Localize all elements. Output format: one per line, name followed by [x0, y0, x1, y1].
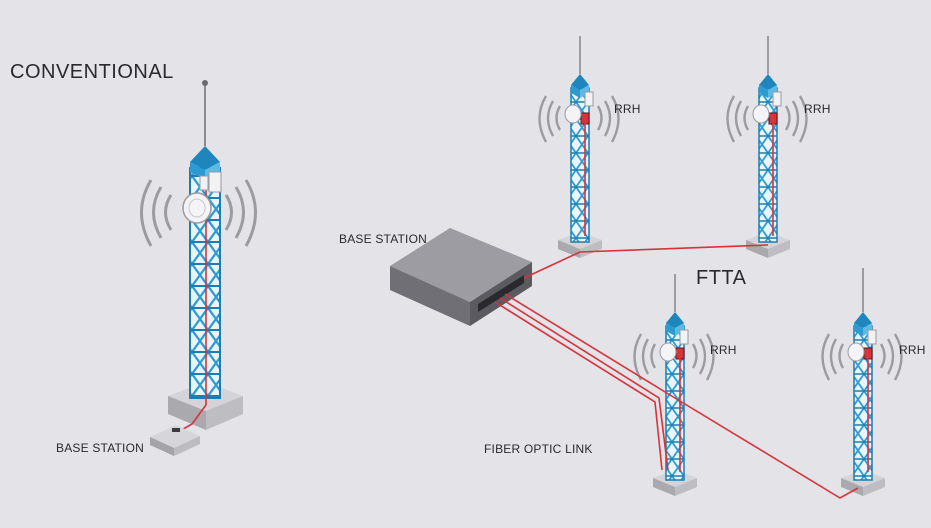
fiber-optic-links — [494, 120, 869, 499]
ftta-tower-3 — [633, 274, 715, 496]
dish-antenna-icon — [182, 192, 212, 224]
ftta-tower-4 — [821, 268, 903, 496]
signal-wave-icon — [726, 95, 808, 143]
label-base-station-ftta: BASE STATION — [339, 232, 427, 246]
ftta-tower-2 — [726, 36, 808, 258]
ftta-tower-1 — [538, 36, 620, 258]
title-ftta: FTTA — [696, 267, 747, 289]
label-rrh-4: RRH — [899, 343, 926, 357]
title-conventional: CONVENTIONAL — [10, 61, 174, 83]
label-base-station-conventional: BASE STATION — [56, 441, 144, 455]
signal-wave-icon — [821, 333, 903, 381]
signal-wave-icon — [538, 95, 620, 143]
label-fiber-optic-link: FIBER OPTIC LINK — [484, 442, 593, 456]
conventional-tower — [140, 80, 257, 456]
panel-antenna-icon — [208, 171, 222, 193]
label-rrh-3: RRH — [710, 343, 737, 357]
base-station-port-icon — [478, 275, 524, 312]
signal-wave-icon — [140, 179, 257, 247]
dish-antenna-icon — [564, 104, 582, 124]
label-rrh-1: RRH — [614, 102, 641, 116]
base-station-icon — [150, 425, 200, 456]
dish-antenna-icon — [659, 342, 677, 362]
ftta-base-station — [390, 228, 532, 326]
dish-antenna-icon — [847, 342, 865, 362]
dish-antenna-icon — [752, 104, 770, 124]
label-rrh-2: RRH — [804, 102, 831, 116]
